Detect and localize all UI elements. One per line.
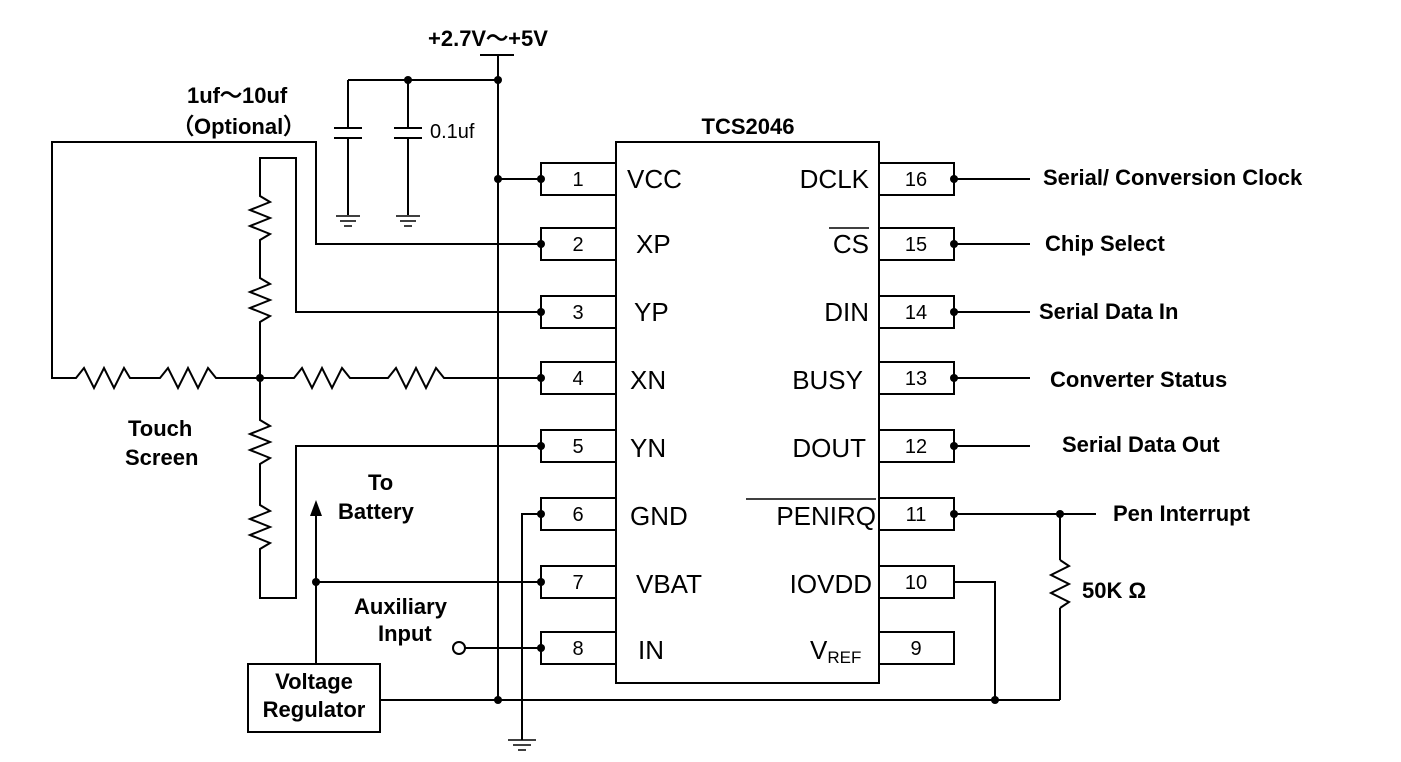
aux-label-2: Input bbox=[378, 621, 432, 646]
pin-number: 5 bbox=[572, 436, 583, 458]
pullup-label: 50K Ω bbox=[1082, 578, 1146, 603]
battery-label-1: To bbox=[368, 470, 393, 495]
pin-name-gnd: GND bbox=[630, 501, 688, 531]
wire-gnd bbox=[521, 513, 541, 740]
cap-large-note: （Optional） bbox=[172, 114, 305, 139]
pin-name-dout: DOUT bbox=[792, 433, 866, 463]
pin-name-vbat: VBAT bbox=[636, 569, 702, 599]
touch-screen-label-1: Touch bbox=[128, 416, 192, 441]
left-pin-dots bbox=[537, 175, 545, 652]
capacitor-small bbox=[394, 80, 422, 227]
left-pin-boxes bbox=[540, 162, 617, 665]
wire-xp bbox=[51, 141, 541, 379]
regulator-label-2: Regulator bbox=[263, 697, 366, 722]
junction-dot bbox=[494, 175, 502, 183]
signal-label-cs: Chip Select bbox=[1045, 231, 1165, 256]
touch-screen-resistors bbox=[70, 190, 541, 560]
pin-number: 2 bbox=[572, 234, 583, 256]
pin-number: 10 bbox=[905, 572, 927, 594]
input-terminal-icon bbox=[452, 641, 466, 655]
signal-label-din: Serial Data In bbox=[1039, 299, 1178, 324]
pin-number: 6 bbox=[572, 504, 583, 526]
pin-name-dclk: DCLK bbox=[800, 164, 870, 194]
pin-number: 16 bbox=[905, 169, 927, 191]
right-pin-dots bbox=[950, 175, 958, 518]
battery-label-2: Battery bbox=[338, 499, 415, 524]
regulator-label-1: Voltage bbox=[275, 669, 353, 694]
junction-dot bbox=[494, 696, 502, 704]
pin-name-in: IN bbox=[638, 635, 664, 665]
wire-yp bbox=[259, 157, 541, 313]
cap-small-value: 0.1uf bbox=[430, 121, 475, 143]
voltage-regulator-box bbox=[247, 663, 381, 733]
junction-dot bbox=[494, 76, 502, 84]
chip-name: TCS2046 bbox=[702, 114, 795, 139]
pin-number: 1 bbox=[572, 169, 583, 191]
signal-label-penirq: Pen Interrupt bbox=[1113, 501, 1251, 526]
ground-symbol bbox=[508, 739, 536, 751]
pin-name-penirq: PENIRQ bbox=[776, 501, 876, 531]
pin-name-vref: VREF bbox=[810, 635, 861, 667]
pin-name-yn: YN bbox=[630, 433, 666, 463]
signal-label-dout: Serial Data Out bbox=[1062, 432, 1220, 457]
pin-number: 14 bbox=[905, 302, 927, 324]
supply-label: +2.7V～+5V bbox=[428, 26, 548, 51]
vref-sub: REF bbox=[827, 648, 861, 667]
pin-name-vcc: VCC bbox=[627, 164, 682, 194]
signal-label-busy: Converter Status bbox=[1050, 367, 1227, 392]
pin-name-xn: XN bbox=[630, 365, 666, 395]
cap-large-value: 1uf～10uf bbox=[187, 83, 288, 108]
wire-yn bbox=[259, 445, 541, 599]
arrow-up-icon bbox=[310, 500, 322, 516]
junction-dot bbox=[404, 76, 412, 84]
right-signal-wires bbox=[954, 178, 1096, 515]
pin-number: 9 bbox=[910, 638, 921, 660]
pin-name-busy: BUSY bbox=[792, 365, 863, 395]
junction-dot bbox=[991, 696, 999, 704]
pin-name-yp: YP bbox=[634, 297, 669, 327]
junction-dot bbox=[256, 374, 264, 382]
aux-label-1: Auxiliary bbox=[354, 594, 448, 619]
pin-name-din: DIN bbox=[824, 297, 869, 327]
pin-number: 4 bbox=[572, 368, 583, 390]
pin-number: 15 bbox=[905, 234, 927, 256]
pin-name-cs: CS bbox=[833, 229, 869, 259]
pullup-resistor bbox=[1048, 514, 1072, 700]
pin-number: 7 bbox=[572, 572, 583, 594]
pin-name-iovdd: IOVDD bbox=[790, 569, 872, 599]
pin-number: 8 bbox=[572, 638, 583, 660]
pin-name-xp: XP bbox=[636, 229, 671, 259]
pin-number: 12 bbox=[905, 436, 927, 458]
capacitor-large bbox=[334, 80, 362, 227]
pin-number: 3 bbox=[572, 302, 583, 324]
chip-body bbox=[615, 141, 880, 684]
pin-number: 13 bbox=[905, 368, 927, 390]
wire-iovdd bbox=[954, 581, 996, 700]
touch-screen-label-2: Screen bbox=[125, 445, 198, 470]
vref-main: V bbox=[810, 635, 828, 665]
pin-number: 11 bbox=[906, 504, 927, 526]
signal-label-dclk: Serial/ Conversion Clock bbox=[1043, 165, 1303, 190]
